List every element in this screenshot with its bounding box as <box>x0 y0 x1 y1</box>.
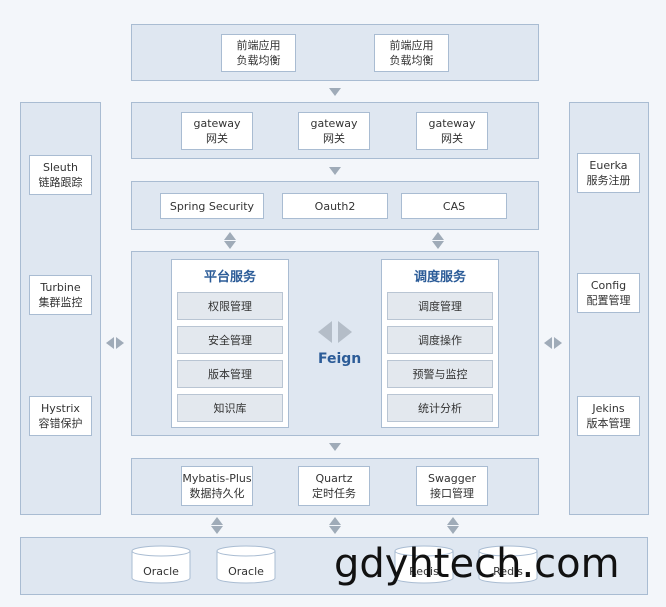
arrow-up-icon <box>224 232 236 240</box>
frontend-lb-box: 前端应用负载均衡 <box>374 34 449 72</box>
spring-security-box: Spring Security <box>160 193 264 219</box>
arrow-down-icon <box>329 443 341 451</box>
arrow-up-icon <box>447 517 459 525</box>
redis-db-icon <box>394 545 454 584</box>
redis-db-icon <box>478 545 538 584</box>
arrow-down-icon <box>211 526 223 534</box>
oracle-db-icon <box>131 545 191 584</box>
arrow-down-icon <box>224 241 236 249</box>
db-label: Redis <box>493 565 523 578</box>
arrow-left-icon <box>106 337 114 349</box>
oracle-db-icon <box>216 545 276 584</box>
schedule-service-item: 统计分析 <box>387 394 493 422</box>
arrow-up-icon <box>211 517 223 525</box>
arrow-down-icon <box>432 241 444 249</box>
cas-box: CAS <box>401 193 507 219</box>
db-label: Oracle <box>228 565 264 578</box>
arrow-left-icon <box>544 337 552 349</box>
platform-service-item: 知识库 <box>177 394 283 422</box>
database-layer <box>20 537 648 595</box>
db-label: Oracle <box>143 565 179 578</box>
feign-right-arrow-icon <box>338 321 352 343</box>
arrow-down-icon <box>447 526 459 534</box>
schedule-service-item: 调度操作 <box>387 326 493 354</box>
arrow-right-icon <box>116 337 124 349</box>
arrow-up-icon <box>432 232 444 240</box>
platform-service-title: 平台服务 <box>203 270 256 285</box>
feign-left-arrow-icon <box>318 321 332 343</box>
db-label: Redis <box>409 565 439 578</box>
schedule-service-title: 调度服务 <box>413 270 466 285</box>
feign-label: Feign <box>318 351 362 367</box>
watermark-text: gdyhtech.com <box>334 541 620 587</box>
arrow-up-icon <box>329 517 341 525</box>
platform-service-item: 权限管理 <box>177 292 283 320</box>
frontend-layer <box>131 24 539 81</box>
schedule-service-item: 预警与监控 <box>387 360 493 388</box>
arrow-down-icon <box>329 167 341 175</box>
frontend-lb-box: 前端应用负载均衡 <box>221 34 296 72</box>
arrow-down-icon <box>329 88 341 96</box>
platform-service-item: 安全管理 <box>177 326 283 354</box>
schedule-service-item: 调度管理 <box>387 292 493 320</box>
arrow-down-icon <box>329 526 341 534</box>
oauth2-box: Oauth2 <box>282 193 388 219</box>
platform-service-item: 版本管理 <box>177 360 283 388</box>
arrow-right-icon <box>554 337 562 349</box>
